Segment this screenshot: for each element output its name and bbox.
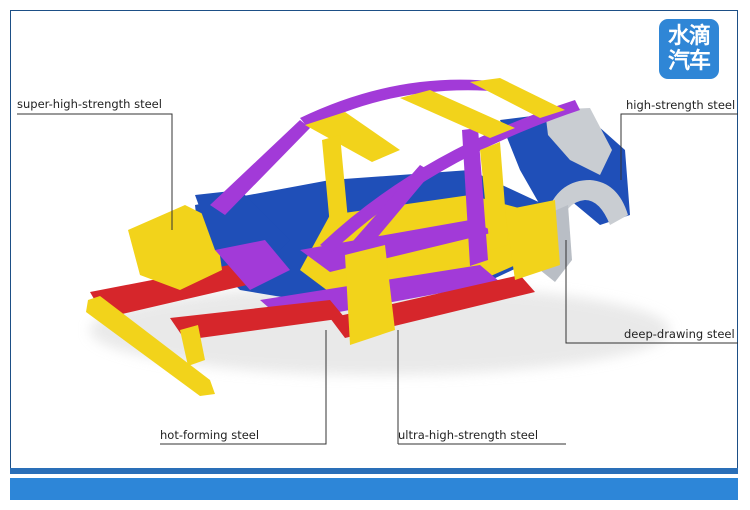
b-pillar xyxy=(462,128,488,266)
windshield-header xyxy=(305,112,400,162)
left-a-pillar xyxy=(210,120,310,215)
leader-deep-drawing xyxy=(565,240,738,344)
brand-logo-line1: 水滴 xyxy=(667,24,711,49)
front-bumper-beam xyxy=(86,296,215,396)
right-roof-rail xyxy=(320,100,580,252)
right-a-pillar xyxy=(345,165,432,258)
front-red-rail-lower xyxy=(170,300,345,340)
leader-hot-forming xyxy=(160,330,327,445)
front-red-rail-left xyxy=(90,262,260,318)
roof-bow-rear xyxy=(470,78,565,118)
label-super-high-strength-steel: super-high-strength steel xyxy=(17,97,162,111)
footer-bar-gap xyxy=(10,474,738,478)
footer-bar-top xyxy=(10,468,738,474)
brand-logo: 水滴 汽车 xyxy=(659,19,719,79)
rear-silver-inner-panel xyxy=(545,108,612,175)
a-pillar-inner xyxy=(322,135,348,226)
rear-side-yellow xyxy=(505,200,560,280)
crash-box xyxy=(180,325,205,366)
front-door-frame xyxy=(345,245,395,345)
leader-lines xyxy=(17,113,738,445)
label-hot-forming-steel: hot-forming steel xyxy=(160,428,260,442)
roof-bow-center xyxy=(400,90,515,138)
leader-high-strength xyxy=(620,113,738,180)
b-pillar-inner xyxy=(480,142,508,250)
brand-logo-line2: 汽车 xyxy=(667,49,711,74)
front-yellow-shock-tower xyxy=(128,205,222,290)
label-deep-drawing-steel: deep-drawing steel xyxy=(624,327,735,341)
label-ultra-high-strength-steel: ultra-high-strength steel xyxy=(398,428,539,442)
label-high-strength-steel: high-strength steel xyxy=(626,98,736,112)
front-purple-firewall xyxy=(215,240,290,290)
rear-wheel-arch xyxy=(548,180,628,228)
leader-super-high-strength xyxy=(17,113,173,230)
footer-bar-bottom xyxy=(10,478,738,500)
